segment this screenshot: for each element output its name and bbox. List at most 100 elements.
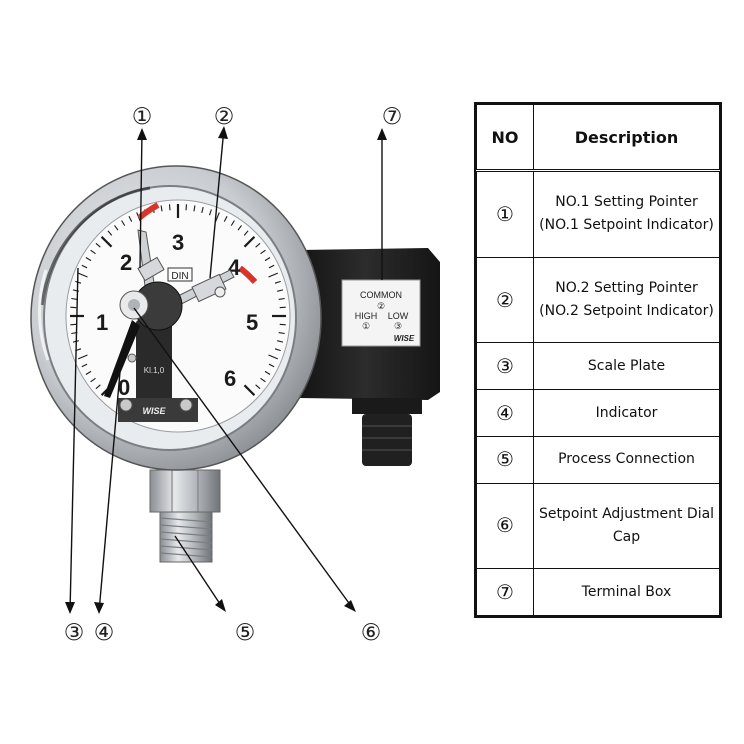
callout-1: ① bbox=[132, 104, 153, 130]
callout-5: ⑤ bbox=[235, 620, 256, 646]
dial-tick bbox=[230, 220, 235, 226]
legend-row-number: ② bbox=[476, 256, 534, 344]
dial-tick bbox=[121, 220, 126, 226]
dial-tick bbox=[260, 249, 266, 255]
legend-row-number: ⑥ bbox=[476, 482, 534, 570]
dial-tick bbox=[268, 272, 279, 278]
setpoint-adjustment-dial-cap bbox=[119, 281, 183, 331]
terminal-high-label: HIGH bbox=[355, 311, 378, 321]
dial-tick bbox=[274, 280, 281, 284]
dial-tick bbox=[274, 348, 281, 352]
terminal-high-number: ① bbox=[362, 321, 370, 331]
dial-tick bbox=[100, 236, 113, 248]
dial-tick bbox=[243, 236, 256, 248]
dial-tick bbox=[223, 215, 228, 222]
dial-tick bbox=[260, 377, 266, 383]
leader-line-3 bbox=[69, 267, 79, 613]
dial-tick bbox=[243, 384, 256, 396]
legend-grid: NO Description ① NO.1 Setting Pointer (NO… bbox=[476, 104, 720, 616]
legend-table: NO Description ① NO.1 Setting Pointer (NO… bbox=[474, 102, 722, 618]
legend-header-no: NO bbox=[476, 104, 534, 172]
legend-header-row: NO Description bbox=[476, 104, 720, 172]
terminal-common-number: ② bbox=[377, 301, 385, 311]
dial-tick bbox=[70, 306, 77, 309]
legend-row-2: ② NO.2 Setting Pointer (NO.2 Setpoint Ind… bbox=[476, 256, 720, 344]
callout-3: ③ bbox=[64, 620, 85, 646]
dial-tick bbox=[95, 242, 101, 248]
legend-row-description: NO.1 Setting Pointer (NO.1 Setpoint Indic… bbox=[533, 170, 720, 258]
dial-number-5: 5 bbox=[246, 310, 258, 335]
dial-number-0: 0 bbox=[118, 375, 130, 400]
dial-tick bbox=[208, 209, 212, 216]
dial-number-3: 3 bbox=[172, 230, 184, 255]
contact-bracket bbox=[136, 320, 172, 410]
leader-line-2 bbox=[209, 127, 225, 279]
terminal-brand-logo: WISE bbox=[394, 334, 415, 343]
callout-7: ⑦ bbox=[382, 104, 403, 130]
legend-row-1: ① NO.1 Setting Pointer (NO.1 Setpoint Ind… bbox=[476, 170, 720, 258]
legend-desc-line: NO.2 Setting Pointer bbox=[555, 280, 698, 297]
setpoint-1-red-zone bbox=[137, 202, 160, 221]
legend-row-5: ⑤ Process Connection bbox=[476, 435, 720, 484]
dial-number-6: 6 bbox=[224, 366, 236, 391]
dial-tick bbox=[268, 354, 279, 360]
dial-tick bbox=[160, 205, 163, 212]
dial-tick bbox=[185, 204, 188, 211]
leader-line-5 bbox=[174, 535, 225, 611]
legend-desc-line: (NO.1 Setpoint Indicator) bbox=[539, 217, 714, 234]
legend-desc-line: NO.1 Setting Pointer bbox=[555, 194, 698, 211]
legend-row-description: Scale Plate bbox=[533, 342, 720, 391]
legend-row-description: Process Connection bbox=[533, 435, 720, 484]
legend-desc-line: (NO.2 Setpoint Indicator) bbox=[539, 303, 714, 320]
leader-arrowheads bbox=[65, 126, 387, 614]
dial-tick bbox=[277, 340, 284, 343]
dial-tick bbox=[264, 257, 271, 262]
dial-tick bbox=[90, 249, 96, 255]
legend-desc-line: Cap bbox=[612, 528, 641, 545]
dial-tick bbox=[107, 230, 113, 236]
legend-row-3: ③ Scale Plate bbox=[476, 342, 720, 391]
terminal-low-label: LOW bbox=[388, 311, 409, 321]
terminal-label-plate bbox=[341, 279, 421, 347]
cable-gland bbox=[362, 414, 412, 466]
setpoint-2-red-zone bbox=[238, 265, 258, 285]
legend-row-7: ⑦ Terminal Box bbox=[476, 568, 720, 616]
dial-tick bbox=[81, 264, 88, 269]
legend-row-number: ④ bbox=[476, 389, 534, 437]
legend-row-number: ⑦ bbox=[476, 568, 534, 616]
dial-tick bbox=[168, 204, 171, 211]
dial-tick bbox=[201, 206, 204, 214]
dial-tick bbox=[279, 323, 286, 326]
callout-2: ② bbox=[214, 104, 235, 130]
process-connection bbox=[149, 469, 221, 563]
dial-tick bbox=[95, 384, 101, 390]
legend-row-number: ③ bbox=[476, 342, 534, 391]
hex-nut bbox=[149, 469, 221, 513]
dial-tick bbox=[77, 354, 88, 360]
dial-tick bbox=[214, 212, 220, 223]
dial-tick bbox=[277, 289, 284, 292]
dial-tick bbox=[268, 264, 275, 269]
callout-4: ④ bbox=[94, 620, 115, 646]
terminal-low-number: ③ bbox=[394, 321, 402, 331]
dial-tick bbox=[70, 323, 77, 326]
dial-tick bbox=[85, 257, 92, 262]
legend-row-number: ⑤ bbox=[476, 435, 534, 484]
dial-number-2: 2 bbox=[120, 250, 132, 275]
dial-tick bbox=[77, 272, 88, 278]
legend-row-description: Terminal Box bbox=[533, 568, 720, 616]
accuracy-class-label: Kl.1,0 bbox=[144, 366, 165, 375]
dial-tick bbox=[71, 297, 78, 300]
dial-tick bbox=[193, 205, 196, 212]
legend-row-description: NO.2 Setting Pointer (NO.2 Setpoint Indic… bbox=[533, 256, 720, 344]
dial-tick bbox=[128, 215, 133, 222]
indicator-pointer bbox=[104, 320, 140, 398]
dial-tick bbox=[243, 230, 249, 236]
legend-desc-line: Setpoint Adjustment Dial bbox=[538, 505, 715, 522]
legend-row-number: ① bbox=[476, 170, 534, 258]
terminal-box: COMMON ② HIGH ① LOW ③ WISE bbox=[290, 248, 440, 466]
dial-tick bbox=[237, 225, 242, 231]
